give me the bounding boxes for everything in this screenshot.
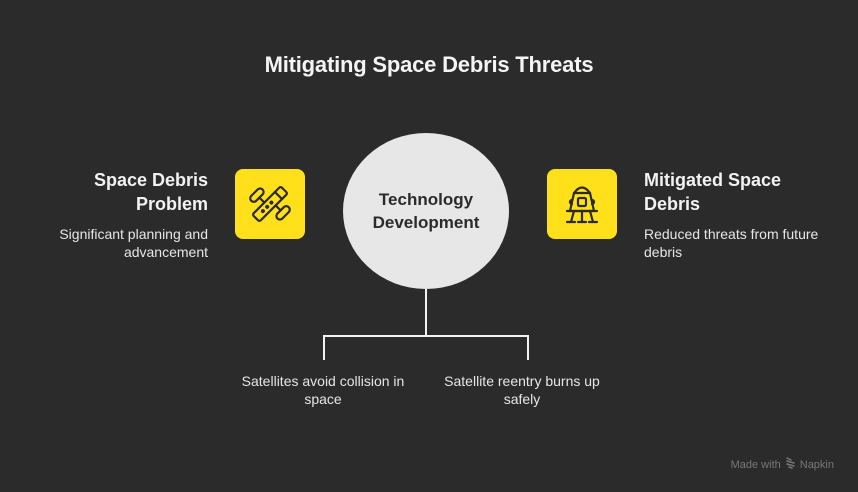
branch-left-label: Satellites avoid collision in space — [241, 373, 405, 407]
right-node: Mitigated Space Debris Reduced threats f… — [644, 168, 834, 261]
right-node-description: Reduced threats from future debris — [644, 226, 819, 260]
napkin-logo-icon — [785, 457, 796, 472]
branch-right-label: Satellite reentry burns up safely — [444, 373, 600, 407]
footer-made-with: Made with — [730, 458, 781, 471]
space-capsule-icon — [547, 169, 617, 239]
diagram-title: Mitigating Space Debris Threats — [264, 52, 594, 77]
connector-left-drop — [323, 335, 325, 360]
right-node-title: Mitigated Space Debris — [644, 170, 782, 214]
connector-right-drop — [527, 335, 529, 360]
footer-attribution: Made with Napkin — [731, 457, 834, 472]
left-node: Space Debris Problem Significant plannin… — [18, 168, 208, 261]
left-node-title: Space Debris Problem — [93, 170, 208, 214]
center-node: Technology Development — [343, 133, 509, 289]
left-node-description: Significant planning and advancement — [59, 226, 208, 260]
footer-brand: Napkin — [799, 458, 834, 471]
connector-horizontal — [323, 335, 529, 337]
satellite-icon — [235, 169, 305, 239]
center-node-label: Technology Development — [372, 190, 480, 232]
connector-stem — [425, 289, 427, 336]
